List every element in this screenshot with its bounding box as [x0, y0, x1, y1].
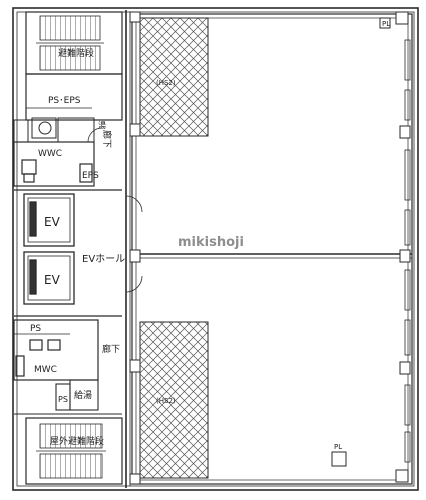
columns	[129, 11, 411, 485]
window-mullions	[404, 39, 411, 463]
corridor-top-walls	[13, 117, 103, 143]
stair-top	[25, 11, 123, 75]
pl-marks	[331, 17, 391, 467]
ps-eps-room	[25, 73, 123, 121]
stair-bottom-label: 屋外避難階段	[50, 435, 104, 447]
ev-hall-walls	[14, 189, 143, 317]
eps-small-label: EPS	[82, 171, 99, 181]
stair-bottom	[25, 417, 123, 485]
supply-label: 給湯	[74, 389, 92, 401]
watermark: mikishoji	[178, 235, 244, 250]
void-top-label: (HS2)	[156, 79, 176, 87]
void-area-bottom	[139, 321, 209, 479]
ps-bottom-label: PS	[30, 324, 41, 334]
void-bottom-label: (HS2)	[156, 397, 176, 405]
corridor-bottom-label: 廊下	[102, 343, 120, 355]
wwc-label: WWC	[38, 149, 62, 159]
corridor-top-label: 廊下	[101, 130, 113, 148]
corner-bottom-label: PL	[334, 443, 342, 451]
ps-small-label: PS	[58, 395, 68, 404]
supply-rooms	[14, 379, 122, 415]
kitchen-label: 湯	[98, 120, 106, 130]
stair-top-label: 避難階段	[58, 47, 94, 59]
office-partition	[132, 253, 412, 259]
building-outline	[12, 7, 419, 491]
mwc-room	[13, 319, 99, 381]
void-area-top	[139, 17, 209, 137]
ev-hall-label: EVホール	[82, 253, 125, 265]
ev-shaft-1	[23, 193, 75, 247]
ps-eps-label: PS･EPS	[48, 96, 81, 106]
corner-top-label: PL	[382, 20, 390, 28]
ev-2-label: EV	[44, 273, 61, 287]
ev-1-label: EV	[44, 215, 61, 229]
mwc-label: MWC	[34, 365, 57, 375]
wwc-room	[13, 141, 95, 187]
ev-shaft-2	[23, 251, 75, 305]
